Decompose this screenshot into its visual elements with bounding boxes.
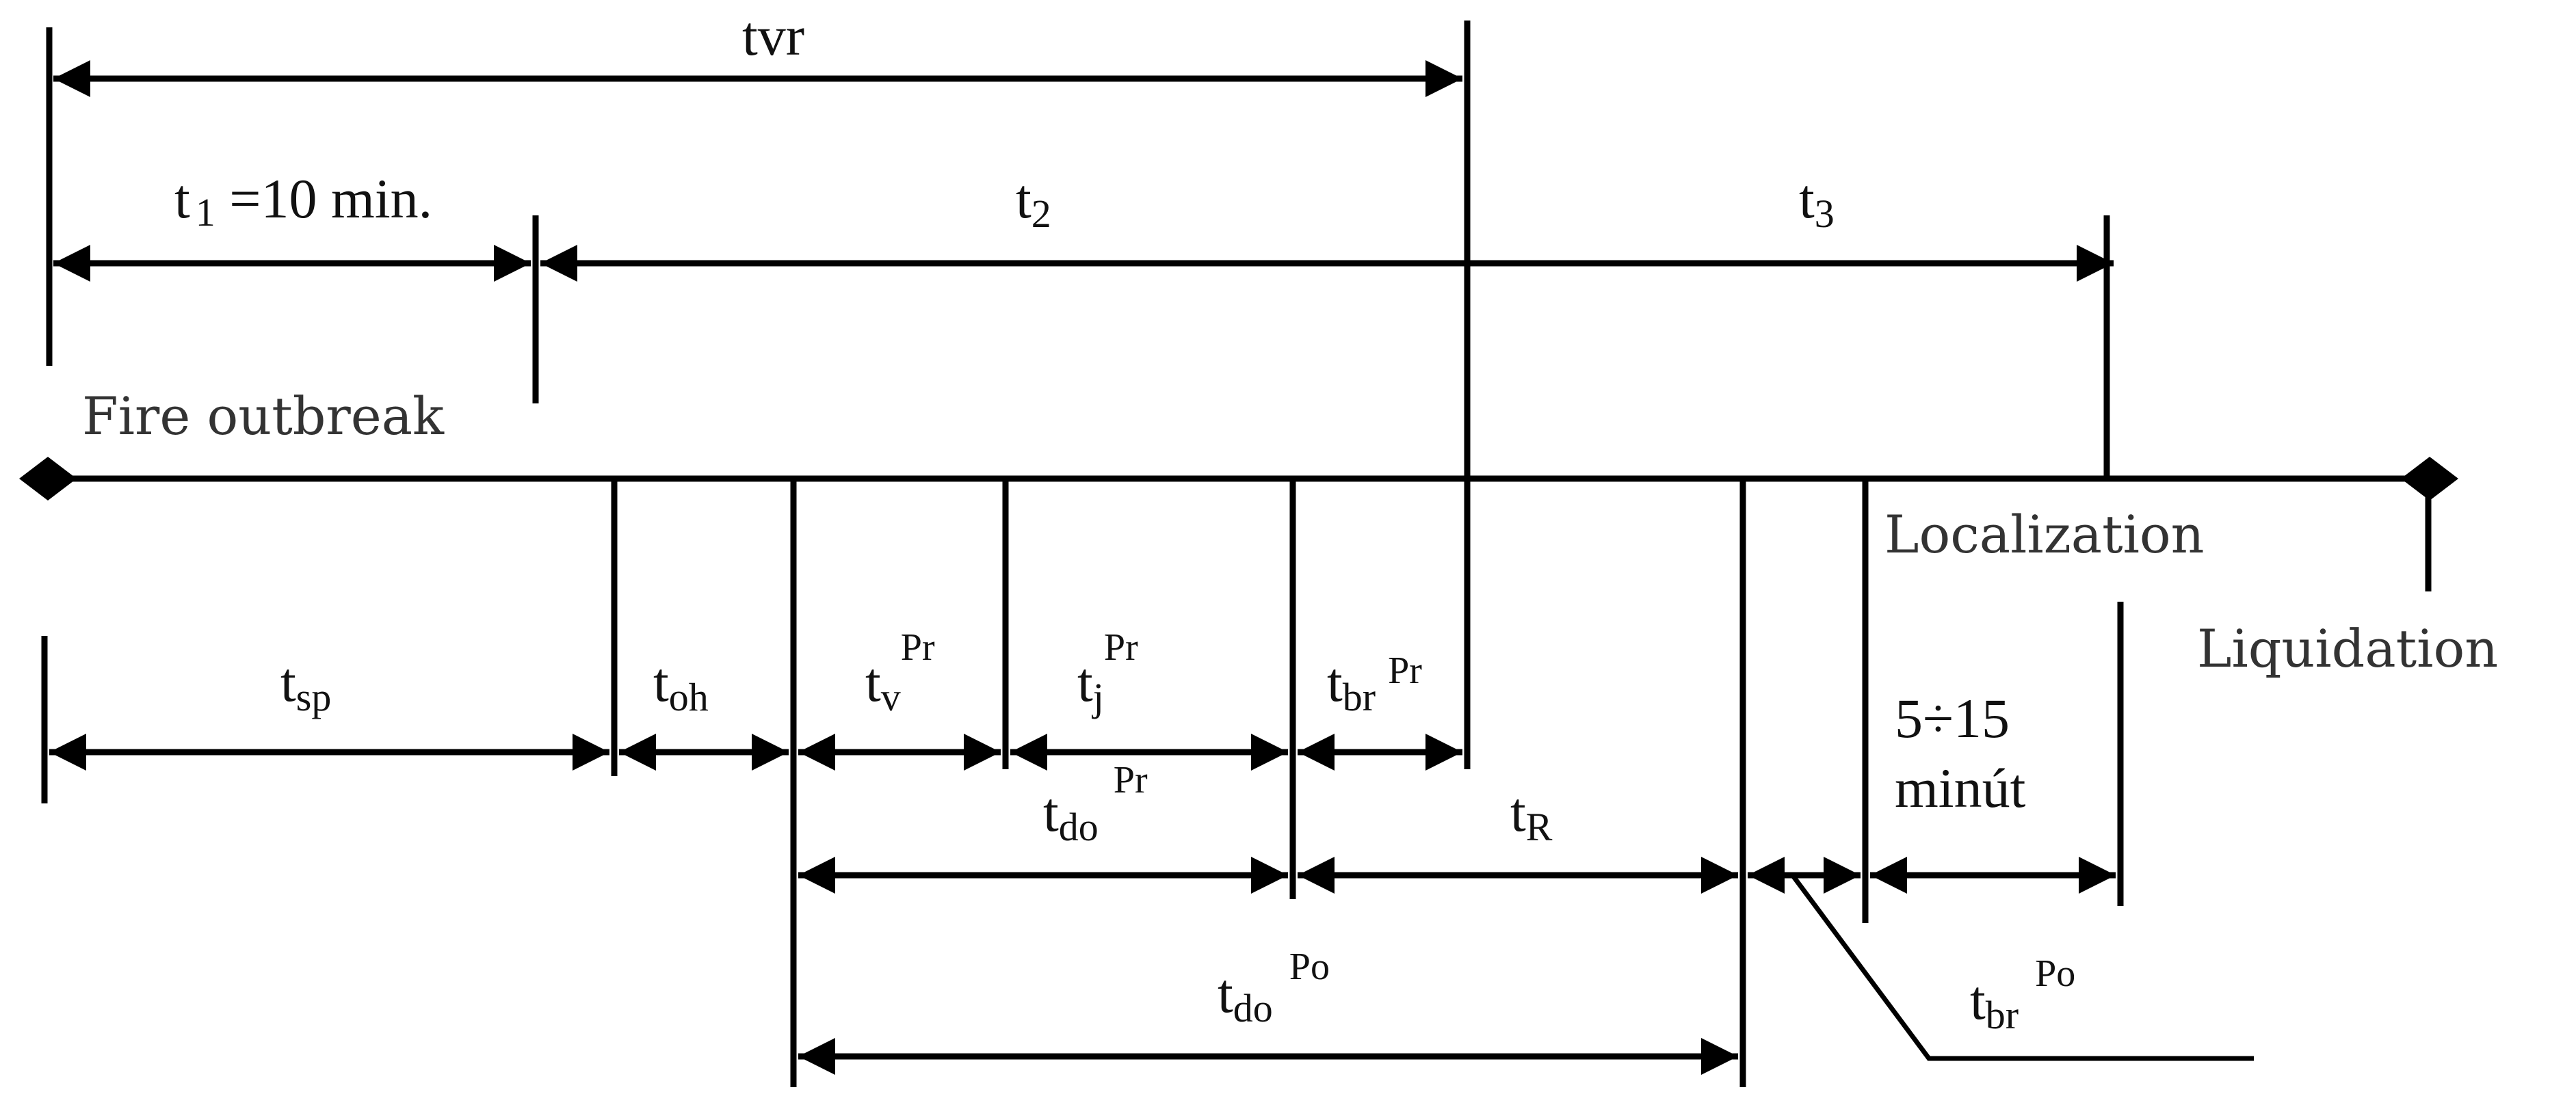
tj-pr-label: tjPr: [1077, 626, 1138, 719]
tvr-label: tvr: [742, 5, 804, 67]
tbr-po-leader-line: [1791, 875, 2254, 1061]
range-label-line2: minút: [1895, 757, 2026, 819]
range-label-line1: 5÷15: [1895, 687, 2010, 749]
tbr-po-label: tbrPo: [1970, 952, 2075, 1037]
localization-label: Localization: [1884, 504, 2205, 565]
tdo-po-label: tdoPo: [1218, 946, 1330, 1030]
tsp-label: tsp: [280, 651, 331, 719]
fire-outbreak-label: Fire outbreak: [82, 386, 445, 446]
toh-label: toh: [653, 651, 709, 719]
tR-label: tR: [1510, 781, 1553, 849]
tv-pr-label: tvPr: [865, 626, 935, 719]
t3-label: t3: [1799, 168, 1835, 236]
tbr-pr-label: tbrPr: [1327, 650, 1422, 719]
tdo-pr-label: tdoPr: [1043, 759, 1148, 849]
start-diamond-marker: [19, 457, 77, 501]
t2-label: t2: [1016, 168, 1051, 236]
liquidation-label: Liquidation: [2197, 618, 2498, 679]
